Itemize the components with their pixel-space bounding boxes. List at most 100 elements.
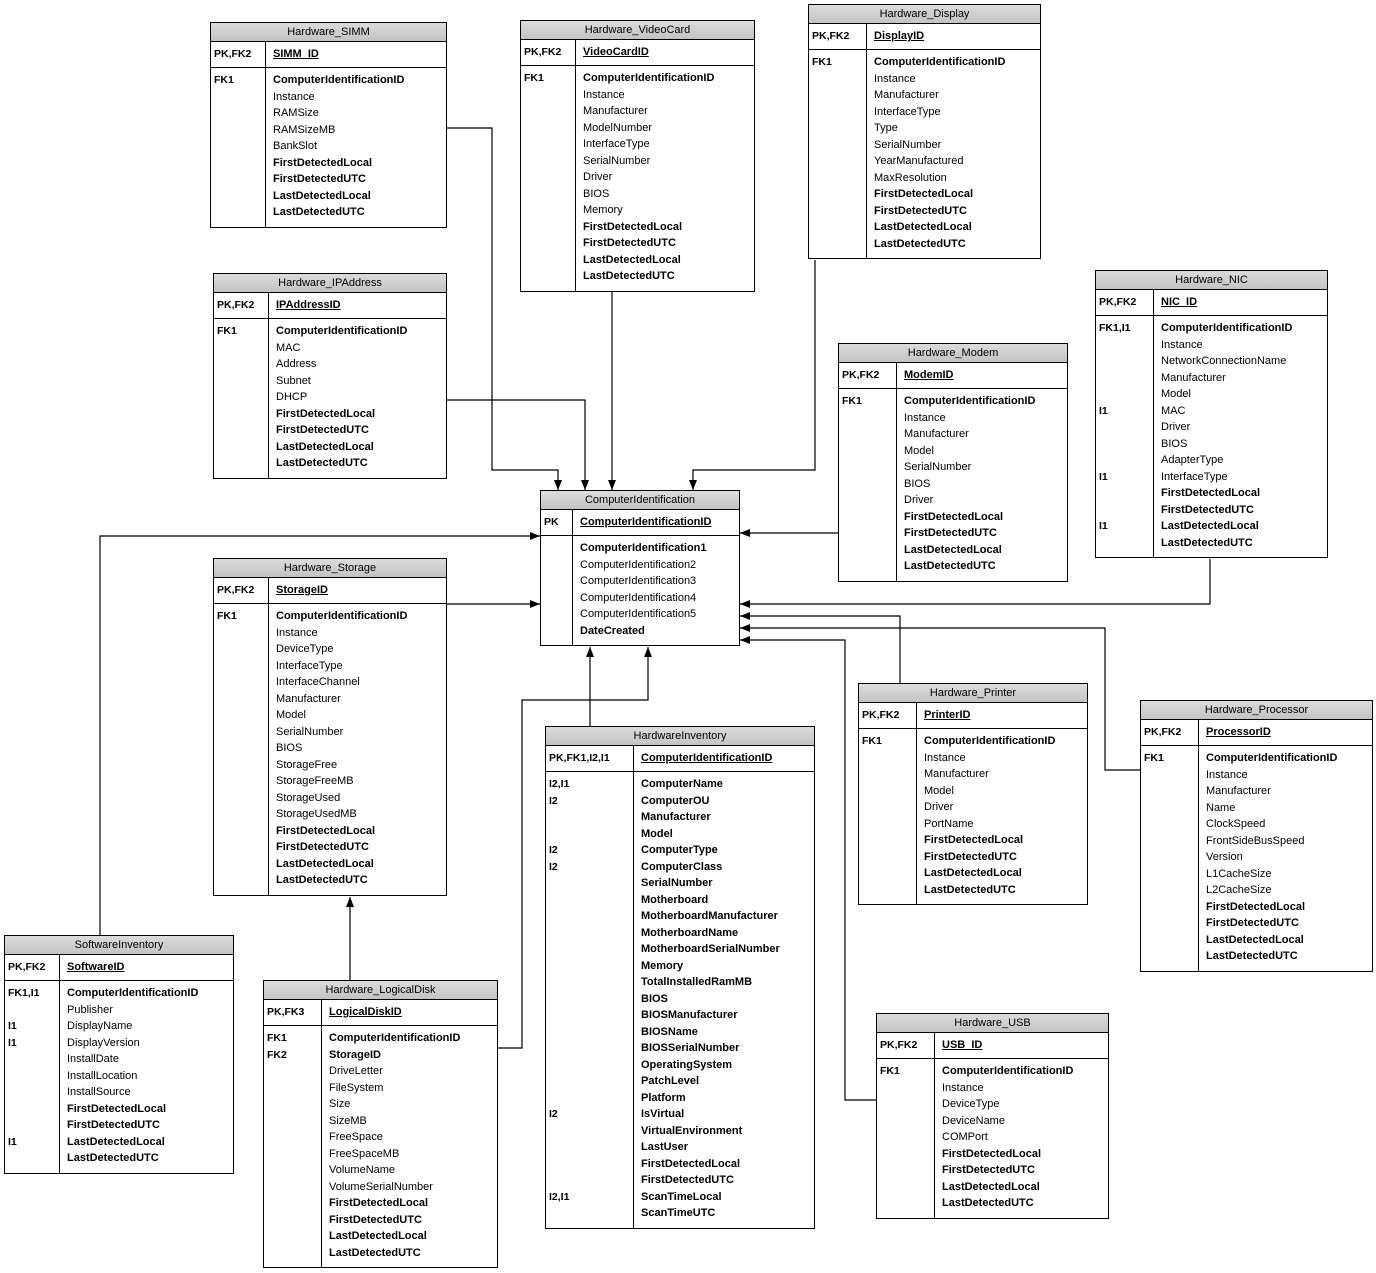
column-name: ComputerIdentificationID [924,735,1056,747]
column-name: MaxResolution [874,171,947,184]
column-name: FreeSpaceMB [329,1147,400,1160]
key-designator [214,839,268,856]
column-name: MotherboardName [641,926,739,939]
key-designator [1141,866,1198,883]
key-designator [877,1179,934,1196]
column-name: ComputerName [641,778,723,790]
column-name: Version [1206,851,1243,863]
column-name: SizeMB [329,1114,367,1127]
key-designator [1141,783,1198,800]
column-name: SerialNumber [874,138,942,151]
key-designator-column: PK,FK1,I2,I1 [546,746,634,771]
key-designator [264,1080,321,1097]
column-name-column: USB_ID [935,1033,1108,1058]
column-name: NetworkConnectionName [1161,355,1287,367]
primary-key-column: PrinterID [924,709,971,721]
key-designator-column: FK1 [211,68,266,227]
key-designator [1096,502,1153,519]
key-designator [859,750,916,767]
column-name: LastDetectedUTC [276,457,368,469]
key-designator [541,623,572,640]
key-designator-column: PK,FK2 [877,1033,935,1058]
key-designator: I2 [549,844,558,856]
key-designator: PK,FK2 [217,299,255,311]
key-designator [859,816,916,833]
key-designator [1141,882,1198,899]
column-name: SerialNumber [583,154,651,167]
column-name: BIOSSerialNumber [641,1042,740,1054]
key-designator [264,1113,321,1130]
key-designator: PK [544,516,559,528]
column-name: LastDetectedLocal [942,1180,1040,1193]
column-name: Manufacturer [874,89,939,101]
primary-key-column: NIC_ID [1161,296,1198,308]
key-designator [214,406,268,423]
key-designator [839,426,896,443]
key-designator [839,476,896,493]
column-name: L2CacheSize [1206,884,1272,896]
column-name: Driver [924,801,954,813]
key-designator [521,103,575,120]
column-name: SerialNumber [904,461,972,473]
column-name: DeviceType [276,643,334,655]
column-name: SerialNumber [276,725,344,738]
key-designator [809,219,866,236]
key-designator [211,155,265,172]
key-designator [5,1068,59,1085]
column-name: FirstDetectedLocal [1161,487,1261,499]
key-designator [214,340,268,357]
column-name: VolumeSerialNumber [329,1180,433,1193]
column-name: PortName [924,817,974,830]
key-designator [214,790,268,807]
key-designator [521,202,575,219]
column-name: LastDetectedLocal [1161,520,1259,532]
key-designator [211,105,265,122]
key-designator [546,1139,633,1156]
key-designator [839,459,896,476]
column-name: InstallLocation [67,1069,138,1082]
key-designator [5,1150,59,1167]
column-name: Instance [583,88,625,101]
column-name: Manufacturer [904,428,969,440]
table-title: SoftwareInventory [5,936,233,955]
column-name: ComputerIdentification5 [580,608,697,620]
key-designator [859,865,916,882]
column-name: DriveLetter [329,1065,383,1077]
column-name: ComputerIdentificationID [329,1032,461,1044]
key-designator [211,89,265,106]
column-name: LastDetectedLocal [583,253,681,266]
key-designator: PK,FK2 [1144,726,1182,738]
key-designator: I1 [1099,404,1108,417]
key-designator: PK,FK2 [880,1039,918,1051]
column-name: LastDetectedUTC [924,883,1016,896]
column-name: ComputerType [641,844,718,856]
key-designator [214,740,268,757]
key-designator [859,832,916,849]
column-name: ModelNumber [583,121,653,134]
primary-key-column: ComputerIdentificationID [580,516,712,528]
key-designator [546,1172,633,1189]
column-name: ComputerIdentificationID [276,610,408,622]
key-designator [264,1129,321,1146]
column-name: Type [874,122,898,134]
primary-key-column: ModemID [904,369,954,381]
column-name: ComputerIdentificationID [1206,752,1338,764]
key-designator [546,1073,633,1090]
key-designator: I1 [8,1135,17,1148]
